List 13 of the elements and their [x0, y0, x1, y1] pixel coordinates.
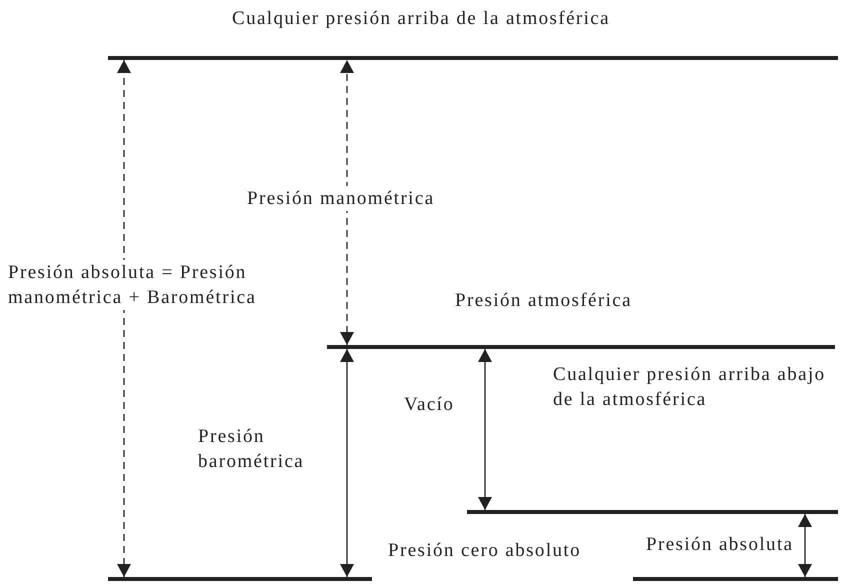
- level-label: Presión atmosférica: [455, 289, 632, 313]
- edge-label: Presión absoluta: [646, 533, 794, 557]
- level-label: Cualquier presión arriba de la atmosférica: [232, 7, 610, 31]
- arrow: [798, 514, 812, 577]
- arrow: [340, 349, 354, 577]
- edge-label: Presión barométrica: [198, 425, 306, 474]
- arrow: [478, 349, 492, 510]
- level-label: Presión cero absoluto: [388, 539, 581, 563]
- dashed-arrow: [117, 60, 131, 577]
- dashed-arrow: [340, 60, 354, 345]
- edge-label: Vacío: [404, 393, 454, 417]
- note-text: Cualquier presión arriba abajo de la atmosférica: [553, 363, 827, 412]
- level-line: [108, 577, 838, 581]
